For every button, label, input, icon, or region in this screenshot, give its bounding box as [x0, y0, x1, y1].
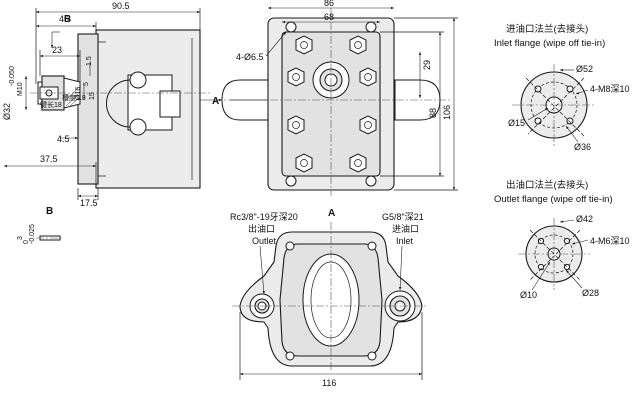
dim-shaft-tolerance: -0.050 — [9, 66, 16, 86]
outlet-d10: Ø10 — [520, 290, 537, 300]
dim-height-outer: 106 — [442, 105, 452, 120]
inlet-cn: 进油口 — [392, 223, 419, 234]
dim-bottom-width: 116 — [322, 378, 336, 388]
dim-shaft-diameter: Ø32 — [2, 103, 12, 120]
front-view: 86 68 4-Ø6.5 29 88 106 A — [200, 0, 458, 196]
key-tolerance-bottom: -0.025 — [29, 224, 36, 244]
outlet-cn: 出油口 — [248, 223, 275, 234]
key-tolerance-top: 3 — [17, 236, 24, 240]
inlet-d36: Ø36 — [574, 142, 591, 152]
mount-hole-tl — [285, 21, 297, 33]
dim-m10: M10 — [17, 82, 24, 96]
dim-key-offset: 5 — [83, 82, 90, 86]
outlet-en: Outlet — [252, 236, 277, 246]
a-bottom-label: A — [328, 208, 335, 219]
inlet-m8: 4-M8深10 — [590, 84, 630, 94]
inlet-d52: Ø52 — [576, 64, 593, 74]
dim-total-length: 90.5 — [112, 1, 130, 11]
side-port-lower — [129, 118, 147, 136]
dim-width-inner: 68 — [324, 12, 334, 22]
dim-shaft-length: 23 — [52, 45, 62, 55]
outlet-d42: Ø42 — [576, 214, 593, 224]
dim-height-inner: 88 — [428, 108, 438, 118]
inlet-title-en: Inlet flange (wipe off tie-in) — [494, 38, 605, 49]
outlet-d28: Ø28 — [582, 288, 599, 298]
dim-key-length: 15 — [89, 92, 96, 100]
outlet-thread: Rc3/8"-19牙深20 — [230, 212, 298, 222]
inlet-thread: G5/8"深21 — [382, 212, 424, 222]
outlet-flange-view: 出油口法兰(去接头) Outlet flange (wipe off tie-i… — [494, 179, 630, 300]
outlet-m6: 4-M6深10 — [590, 236, 630, 246]
outlet-title-en: Outlet flange (wipe off tie-in) — [494, 194, 613, 205]
dim-holes: 4-Ø6.5 — [236, 52, 264, 62]
bolt-heads — [287, 35, 377, 173]
dim-body-length: 46 — [59, 14, 69, 24]
inlet-flange-view: 进油口法兰(去接头) Inlet flange (wipe off tie-in… — [494, 23, 630, 152]
key-tolerance-zero: 0 — [23, 240, 30, 244]
side-flange — [77, 33, 99, 185]
inlet-title-cn: 进油口法兰(去接头) — [506, 23, 588, 35]
dim-offset: 29 — [422, 60, 432, 70]
dim-shaft-extension: 37.5 — [40, 154, 58, 164]
mount-hole-br — [365, 175, 377, 187]
side-view: B 90.5 46 23 1.5 Ø32 -0.050 M10 Ø16 15 5… — [2, 1, 210, 208]
key-detail: B 3 0 -0.025 — [17, 206, 64, 244]
dim-d16: Ø16 — [75, 87, 82, 100]
mount-hole-bl — [285, 175, 297, 187]
mount-hole-tr — [365, 21, 377, 33]
key-note: 键长18 — [40, 100, 62, 109]
bottom-view: A Rc3/8"-19牙深20 出油口 Outlet G5/8"深21 — [230, 208, 428, 388]
dim-flange-thickness: 17.5 — [80, 198, 98, 208]
b-detail-label: B — [46, 206, 53, 217]
dim-width-outer: 86 — [324, 0, 334, 8]
side-port-upper — [129, 71, 147, 89]
inlet-d15: Ø15 — [508, 118, 525, 128]
dim-key-size: 4.5 — [57, 134, 70, 144]
shaft-hatch — [65, 87, 79, 107]
outlet-title-cn: 出油口法兰(去接头) — [506, 179, 588, 191]
a-arrow-label: A — [212, 96, 219, 107]
b-top-label: B — [64, 14, 71, 25]
slot-note: 槽度1.8 — [62, 93, 86, 102]
dim-keyway-depth: 1.5 — [86, 56, 93, 66]
inlet-en: Inlet — [396, 236, 414, 246]
